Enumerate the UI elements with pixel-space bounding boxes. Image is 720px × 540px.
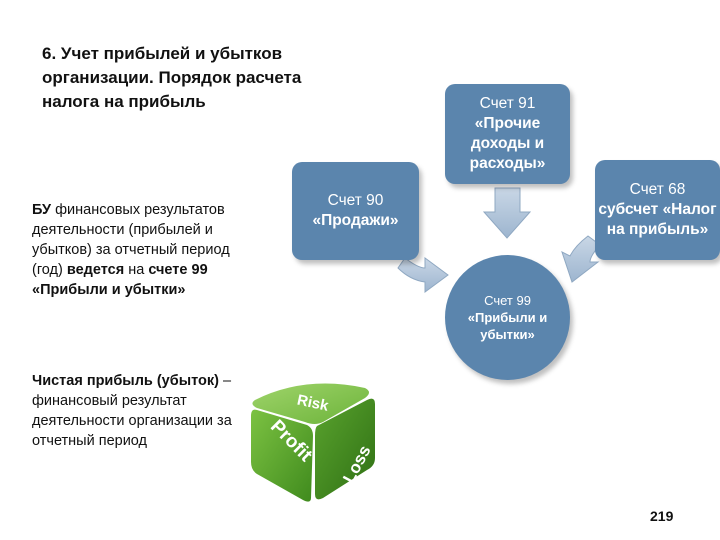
node-account-99: Счет 99 «Прибыли и убытки»	[445, 255, 570, 380]
node-99-line2: «Прибыли и убытки»	[467, 310, 548, 342]
profit-loss-dice-image: Risk Profit Loss	[251, 383, 375, 502]
node-account-90: Счет 90 «Продажи»	[292, 162, 419, 260]
para1-part5: счете 99 «Прибыли и убытки»	[32, 262, 208, 298]
node-99-line1: Счет 99	[484, 293, 531, 308]
node-91-line2: «Прочие доходы и расходы»	[469, 115, 546, 172]
dice-word-top: Risk	[296, 392, 331, 415]
net-profit-paragraph: Чистая прибыль (убыток) –финансовый резу…	[32, 371, 247, 451]
node-account-91: Счет 91 «Прочие доходы и расходы»	[445, 84, 570, 184]
arrow-91-to-99	[482, 187, 532, 239]
para1-part1: БУ	[32, 202, 52, 218]
dice-right-face	[315, 398, 375, 500]
page-number: 219	[650, 508, 674, 524]
node-68-line2: субсчет «Налог на прибыль»	[598, 201, 717, 238]
para2-part1: Чистая прибыль (убыток)	[32, 373, 219, 389]
para1-part3: ведется	[66, 262, 125, 278]
node-90-line2: «Продажи»	[312, 212, 399, 229]
dice-top-face	[252, 383, 369, 424]
node-account-68: Счет 68 субсчет «Налог на прибыль»	[595, 160, 720, 260]
node-68-line1: Счет 68	[629, 181, 686, 198]
para1-part2: финансовых результатов деятельности (при…	[32, 202, 230, 278]
arrow-90-to-99	[397, 257, 449, 293]
node-91-line1: Счет 91	[479, 95, 536, 112]
para2-part2: –финансовый результат деятельности орган…	[32, 373, 232, 449]
para1-part4: на	[124, 262, 149, 278]
node-90-line1: Счет 90	[327, 192, 384, 209]
dice-left-face	[251, 409, 313, 502]
accounting-paragraph: БУ финансовых результатов деятельности (…	[32, 200, 252, 300]
slide-title: 6. Учет прибылей и убытков организации. …	[42, 44, 302, 111]
